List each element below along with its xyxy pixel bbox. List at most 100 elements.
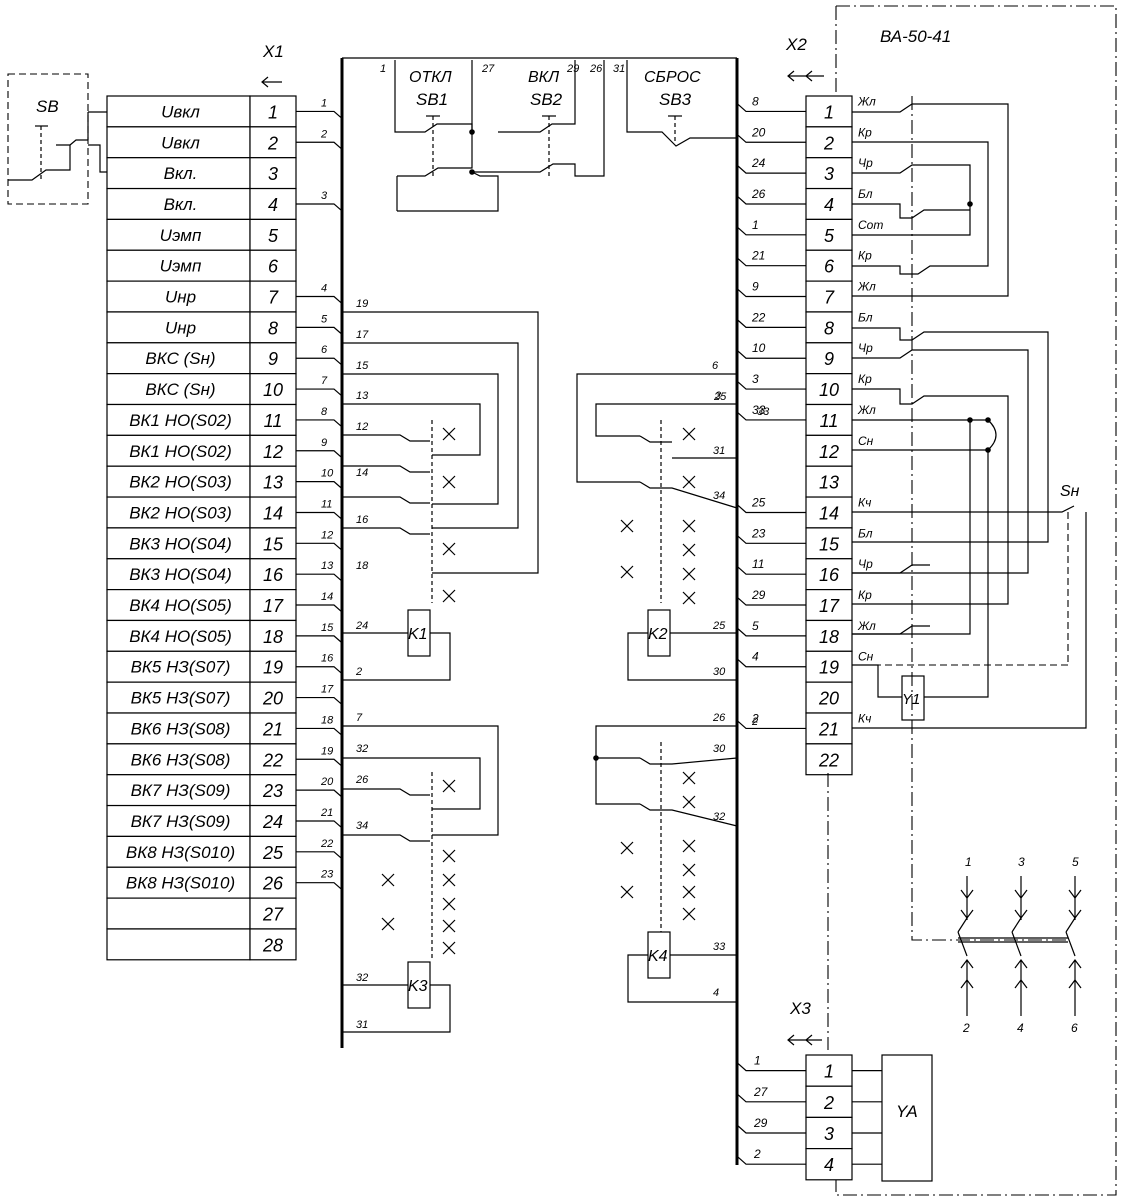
x1-row-number: 20 — [262, 689, 283, 709]
x1-row-label: Вкл. — [164, 195, 198, 214]
x2-wire-number: 33 — [752, 403, 766, 417]
x3-terminal-number: 4 — [824, 1155, 834, 1175]
inner-wire-number: 25 — [713, 391, 727, 403]
x2-wire — [736, 195, 806, 205]
x2-wire — [736, 411, 806, 421]
x2-wire — [736, 257, 806, 267]
x2-wire — [736, 565, 806, 575]
x1-wire-number: 11 — [321, 498, 332, 510]
x2-color-code: Кр — [858, 588, 872, 602]
x1-wire — [296, 758, 343, 767]
x1-row-number: 11 — [264, 411, 283, 431]
x2-color-code: Бл — [858, 526, 873, 540]
x1-wire — [296, 789, 343, 798]
breaker-label: ВА-50-41 — [880, 27, 951, 46]
x1-row-number: 1 — [268, 102, 278, 122]
x2-terminal-number: 15 — [819, 534, 840, 554]
x1-row-label: ВК3 НО(S04) — [129, 565, 232, 584]
x3-wire — [736, 1062, 806, 1072]
x2-terminal-cell — [805, 527, 853, 560]
x1-wire — [296, 388, 343, 397]
x2-color-code: Кр — [858, 249, 872, 263]
x1-row-label: ВК8 НЗ(S010) — [126, 843, 235, 862]
x1-wire-number: 23 — [320, 869, 334, 881]
inner-wire-number: 7 — [356, 712, 363, 724]
inner-wire-number: 19 — [356, 298, 368, 310]
x1-wire-number: 21 — [320, 807, 333, 819]
x3-wire — [736, 1124, 806, 1134]
breaker-ba-50-41: ВА-50-41 Sн Y1 1 — [835, 5, 1117, 1196]
sn-label: Sн — [1060, 483, 1080, 500]
inner-wire-number: 32 — [356, 972, 368, 984]
x1-row-number: 14 — [263, 503, 283, 523]
inner-wire-number: 18 — [356, 560, 369, 572]
sb1-name: ОТКЛ — [409, 69, 452, 86]
x1-wire — [296, 696, 343, 706]
x1-row-number: 3 — [268, 164, 278, 184]
x1-row-label: Uнр — [165, 318, 196, 337]
inner-wire-number: 33 — [757, 406, 770, 418]
sb-wire-1: 1 — [380, 63, 386, 75]
x1-label-cell — [106, 866, 251, 899]
x1-label-cell — [106, 342, 251, 375]
x1-row-label: Вкл. — [164, 164, 198, 183]
x1-number-cell — [249, 280, 297, 313]
x2-terminal-number: 2 — [823, 133, 834, 153]
x1-wire-number: 20 — [320, 776, 334, 788]
x1-wire — [296, 882, 343, 891]
x2-terminal-cell — [805, 619, 853, 652]
inner-wire-number: 34 — [713, 490, 725, 502]
inner-wire-number: 15 — [356, 360, 369, 372]
x1-wire-number: 8 — [321, 406, 328, 418]
x1-label-cell — [106, 619, 251, 652]
x1-wire-number: 13 — [321, 560, 334, 572]
sb-wire-31: 31 — [613, 63, 625, 75]
x2-terminal-cell — [805, 157, 853, 190]
x2-color-code: Кч — [858, 495, 871, 509]
x3-wire-number: 1 — [754, 1054, 761, 1068]
x1-row-label: ВК4 НО(S05) — [129, 627, 232, 646]
x2-terminal-number: 6 — [824, 257, 835, 277]
x2-color-code: Жл — [857, 403, 876, 417]
x2-color-code: Чр — [858, 341, 873, 355]
x1-number-cell — [249, 403, 297, 436]
x2-title: X2 — [785, 35, 807, 54]
x2-terminal-number: 13 — [819, 473, 839, 493]
x1-row-number: 9 — [268, 349, 278, 369]
x2-color-code: Бл — [858, 310, 873, 324]
x1-label-cell — [106, 434, 251, 467]
x1-row-number: 5 — [268, 226, 279, 246]
x2-terminal-number: 10 — [819, 380, 839, 400]
x1-wire — [296, 573, 343, 582]
x2-color-code: Жл — [857, 94, 876, 108]
x1-wire — [296, 326, 343, 335]
x2-terminal-number: 14 — [819, 503, 839, 523]
x1-row-label: ВК1 НО(S02) — [129, 411, 232, 430]
x2-wire — [736, 318, 806, 328]
x2-wire — [736, 719, 806, 730]
x3-wire-number: 2 — [753, 1147, 761, 1161]
x1-label-cell — [106, 527, 251, 560]
x1-row-number: 17 — [263, 596, 284, 616]
x1-wire — [296, 851, 343, 860]
x2-terminal-number: 16 — [819, 565, 840, 585]
sb-wire-26: 26 — [589, 63, 603, 75]
x2-wire-number: 29 — [751, 588, 766, 602]
x2-wire — [736, 596, 806, 606]
k2-label: K2 — [648, 626, 668, 643]
x2-wire — [736, 349, 806, 359]
x2-terminal-cell — [805, 249, 853, 282]
x2-terminal-number: 21 — [818, 719, 839, 739]
x1-row-label: ВК7 НЗ(S09) — [131, 781, 231, 800]
x1-row-label: ВК8 НЗ(S010) — [126, 874, 235, 893]
x1-row-label: ВК6 НЗ(S08) — [131, 719, 231, 738]
x2-terminal-number: 3 — [824, 164, 834, 184]
x1-row-number: 28 — [262, 935, 283, 955]
x1-wire — [296, 511, 343, 520]
x1-row-number: 24 — [262, 812, 283, 832]
k3-relay-group: K3 — [342, 725, 499, 1033]
x3-terminal-cell — [805, 1147, 853, 1181]
x2-color-code: Чр — [858, 156, 873, 170]
